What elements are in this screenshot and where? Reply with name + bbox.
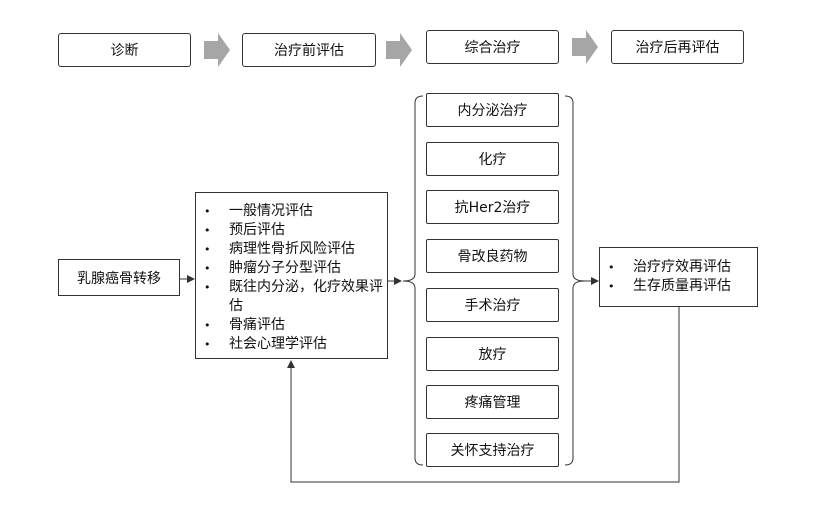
reassessment-item: 治疗疗效再评估 bbox=[600, 258, 757, 277]
assessment-item: 一般情况评估 bbox=[196, 202, 387, 221]
treatment-label: 放疗 bbox=[478, 347, 507, 363]
treatment-label: 手术治疗 bbox=[464, 298, 521, 314]
assessment-item: 病理性骨折风险评估 bbox=[196, 240, 387, 259]
stage-pretreatment-assessment: 治疗前评估 bbox=[242, 33, 376, 67]
stage-comprehensive-treatment: 综合治疗 bbox=[426, 30, 559, 64]
stage-arrow-icon bbox=[572, 30, 598, 64]
stage-diagnosis: 诊断 bbox=[58, 33, 191, 67]
assessment-list: 一般情况评估 预后评估 病理性骨折风险评估 肿瘤分子分型评估 既往内分泌，化疗效… bbox=[196, 202, 387, 354]
assessment-box: 一般情况评估 预后评估 病理性骨折风险评估 肿瘤分子分型评估 既往内分泌，化疗效… bbox=[195, 192, 388, 359]
treatment-radiotherapy: 放疗 bbox=[426, 337, 559, 371]
treatment-label: 骨改良药物 bbox=[457, 249, 528, 265]
stage-arrow-icon bbox=[204, 33, 230, 67]
treatment-label: 疼痛管理 bbox=[464, 395, 521, 411]
start-label: 乳腺癌骨转移 bbox=[77, 270, 161, 287]
treatment-endocrine: 内分泌治疗 bbox=[426, 93, 559, 127]
treatment-chemotherapy: 化疗 bbox=[426, 142, 559, 176]
assessment-item: 社会心理学评估 bbox=[196, 335, 387, 354]
treatment-label: 内分泌治疗 bbox=[457, 103, 528, 119]
reassessment-box: 治疗疗效再评估 生存质量再评估 bbox=[599, 247, 758, 307]
treatment-surgery: 手术治疗 bbox=[426, 288, 559, 322]
treatment-anti-her2: 抗Her2治疗 bbox=[426, 190, 559, 224]
treatment-label: 关怀支持治疗 bbox=[450, 443, 535, 459]
stage-label: 治疗前评估 bbox=[274, 43, 344, 59]
assessment-item: 预后评估 bbox=[196, 221, 387, 240]
start-node: 乳腺癌骨转移 bbox=[58, 259, 180, 296]
assessment-item: 既往内分泌，化疗效果评估 bbox=[196, 278, 387, 316]
stage-post-treatment-reassessment: 治疗后再评估 bbox=[611, 30, 744, 64]
assessment-item: 骨痛评估 bbox=[196, 316, 387, 335]
treatment-supportive-care: 关怀支持治疗 bbox=[426, 433, 559, 467]
stage-label: 诊断 bbox=[110, 43, 139, 59]
assessment-item: 肿瘤分子分型评估 bbox=[196, 259, 387, 278]
stage-arrow-icon bbox=[386, 33, 412, 67]
treatment-pain-management: 疼痛管理 bbox=[426, 385, 559, 419]
stage-label: 治疗后再评估 bbox=[635, 40, 720, 56]
stage-label: 综合治疗 bbox=[464, 40, 521, 56]
reassessment-item: 生存质量再评估 bbox=[600, 277, 757, 296]
treatment-label: 抗Her2治疗 bbox=[454, 200, 531, 216]
treatment-bone-modifying: 骨改良药物 bbox=[426, 239, 559, 273]
treatment-label: 化疗 bbox=[478, 152, 507, 168]
reassessment-list: 治疗疗效再评估 生存质量再评估 bbox=[600, 258, 757, 296]
